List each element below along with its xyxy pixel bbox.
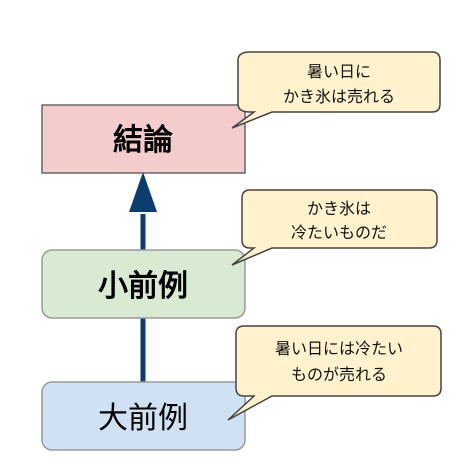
major-premise-bubble-line2: ものが売れる bbox=[291, 365, 387, 384]
conclusion-bubble-line1: 暑い日に bbox=[307, 62, 371, 81]
major-premise-bubble-line1: 暑い日には冷たい bbox=[275, 339, 403, 358]
conclusion-box bbox=[41, 104, 246, 174]
minor-premise-speech-bubble bbox=[231, 189, 438, 266]
major-premise-box bbox=[41, 381, 246, 451]
minor-premise-bubble-line1: かき氷は bbox=[307, 199, 371, 218]
minor-premise-label: 小前例 bbox=[98, 269, 188, 304]
conclusion-speech-bubble bbox=[231, 51, 441, 129]
conclusion-bubble-line2: かき氷は売れる bbox=[283, 87, 395, 106]
major-premise-label: 大前例 bbox=[98, 401, 188, 436]
minor-premise-box bbox=[41, 249, 246, 319]
minor-premise-bubble-line2: 冷たいものだ bbox=[291, 223, 387, 242]
conclusion-label: 結論 bbox=[113, 123, 173, 158]
arrow-head bbox=[129, 172, 157, 212]
major-premise-speech-bubble bbox=[227, 325, 442, 421]
